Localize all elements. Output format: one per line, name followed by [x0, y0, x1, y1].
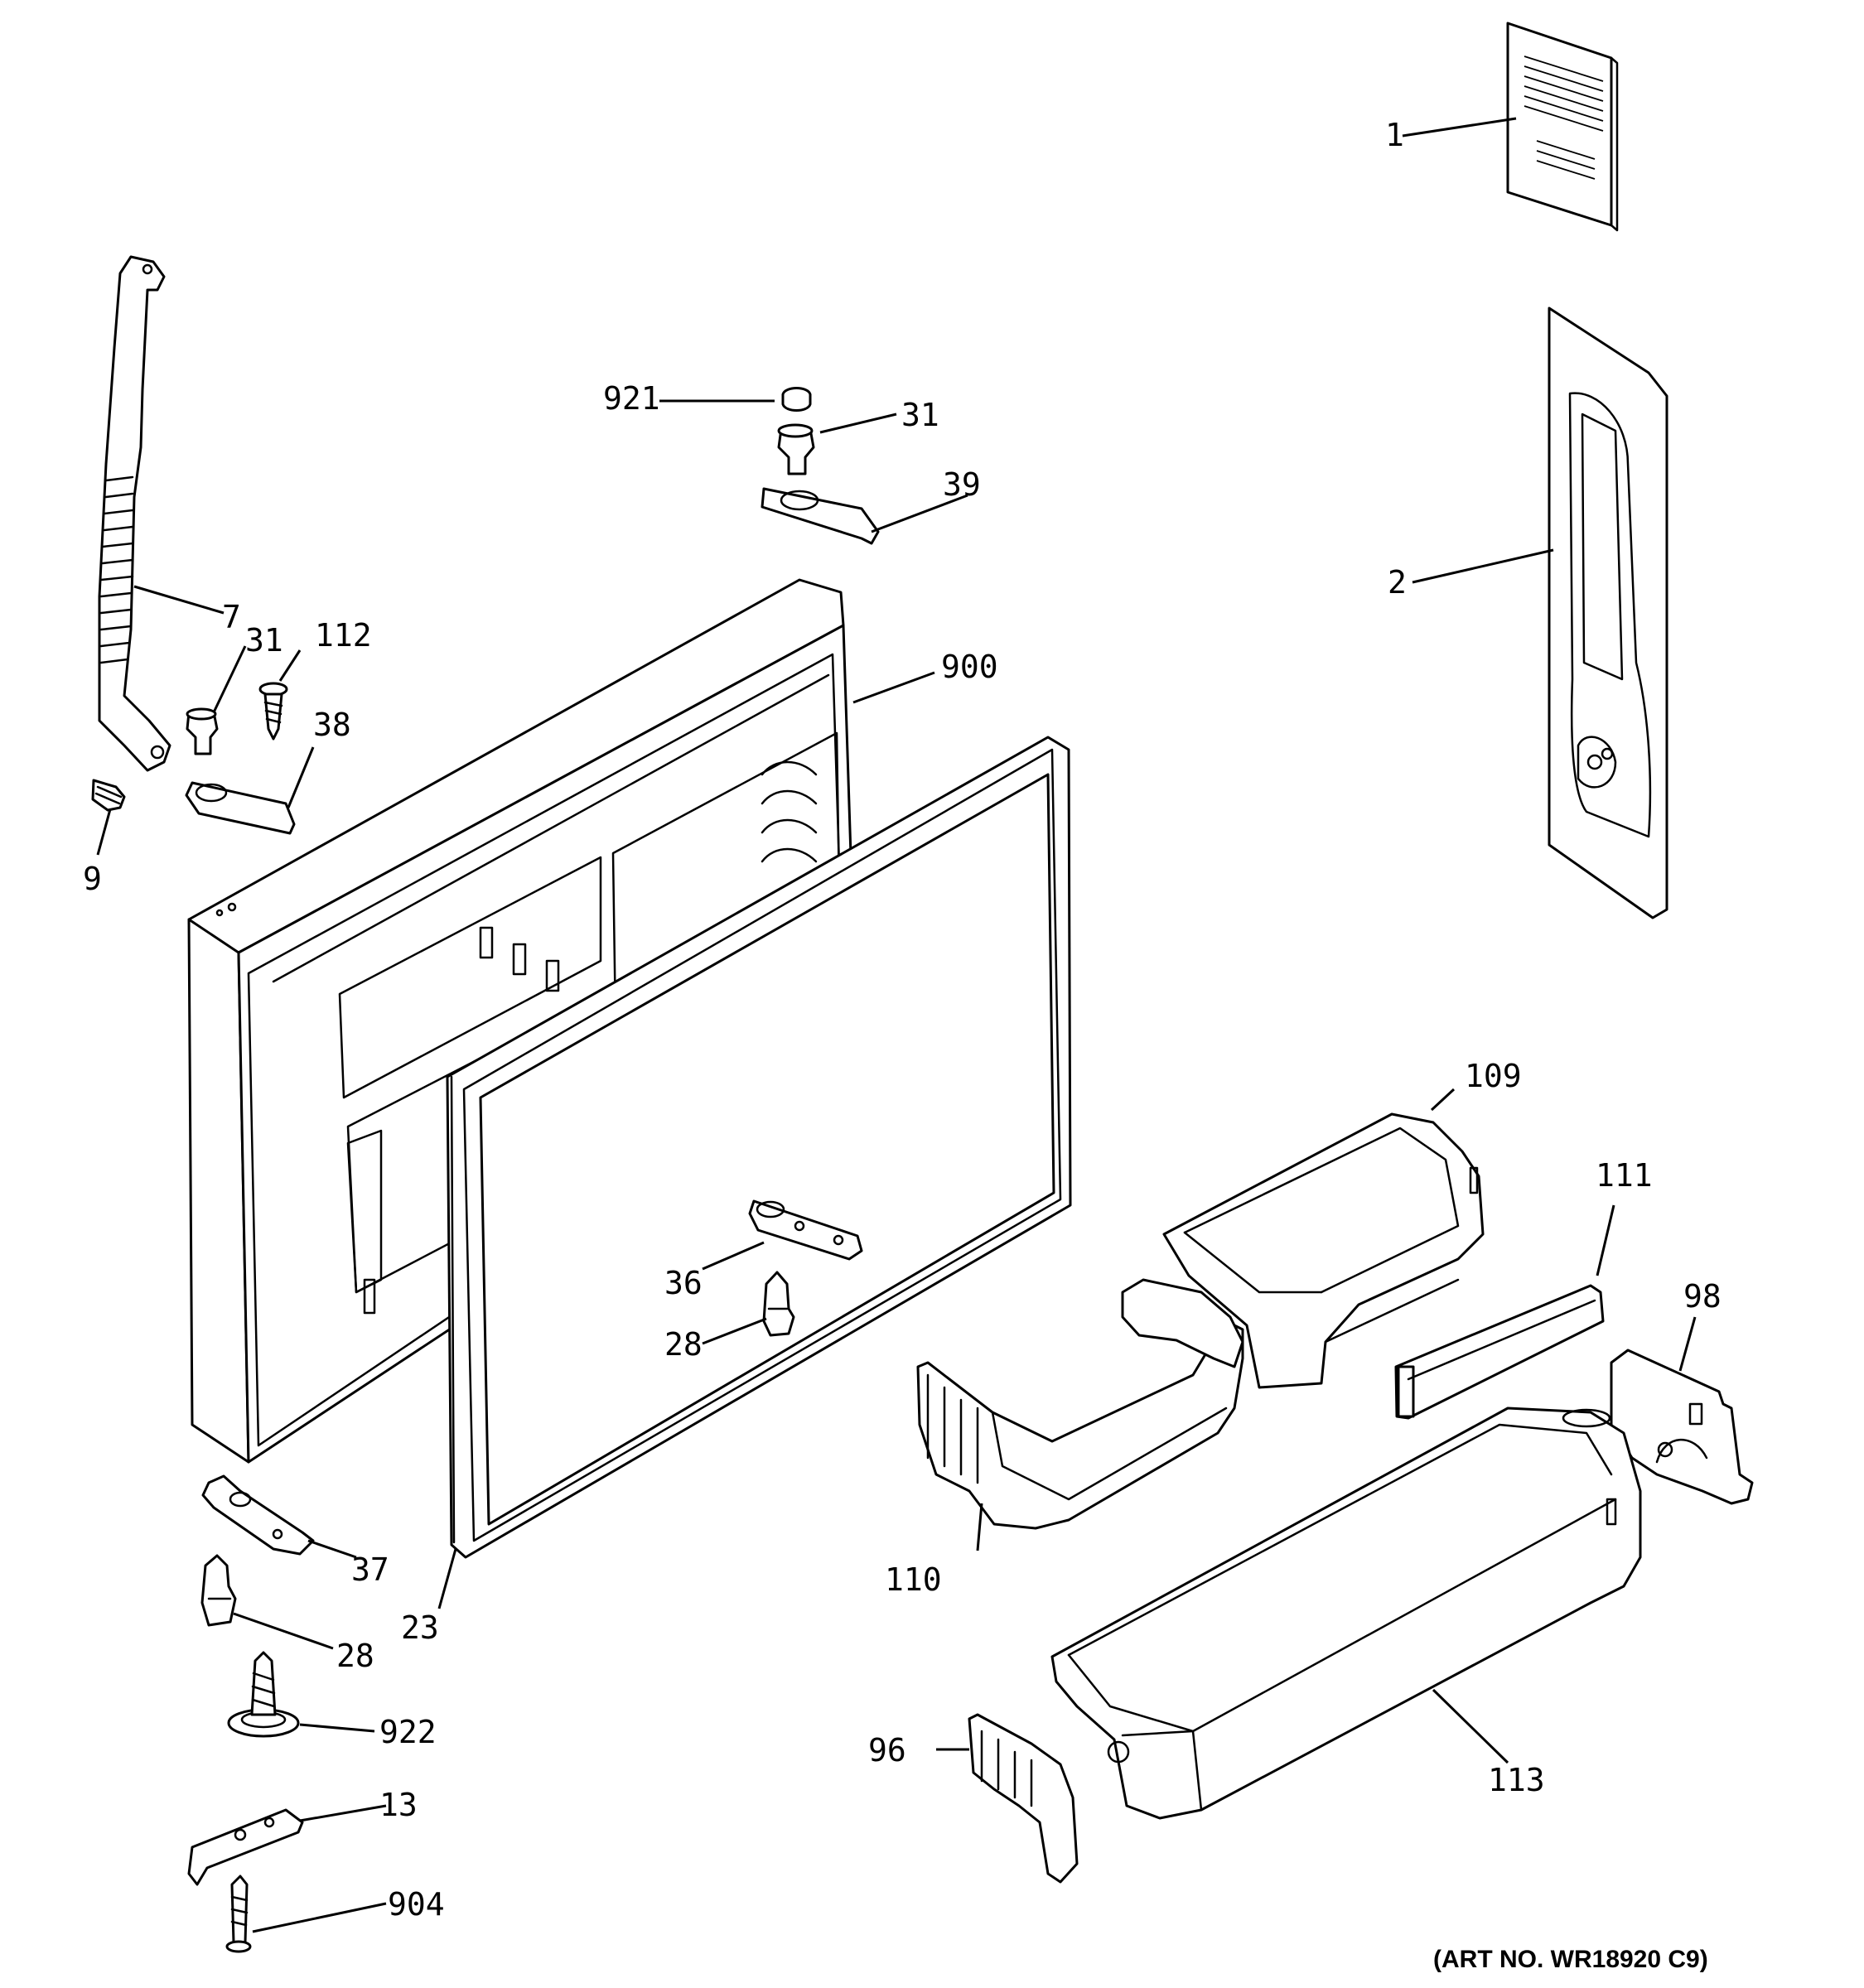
- callout-109: 109: [1465, 1058, 1522, 1094]
- part-904-screw: [225, 1875, 252, 1953]
- part-922-screw-washer: [227, 1651, 300, 1738]
- callout-39: 39: [943, 466, 981, 503]
- part-23-door-gasket: [446, 736, 1072, 1559]
- callout-37: 37: [351, 1551, 389, 1588]
- part-111-rail: [1394, 1284, 1605, 1420]
- callout-28-inner: 28: [664, 1326, 703, 1363]
- part-38-shim: [185, 781, 296, 835]
- callout-23: 23: [401, 1609, 439, 1646]
- callout-9: 9: [83, 861, 102, 897]
- callout-98: 98: [1683, 1278, 1722, 1315]
- part-110-bin: [916, 1315, 1244, 1530]
- part-113-door-bin: [1050, 1407, 1642, 1820]
- callout-111: 111: [1596, 1157, 1653, 1194]
- part-1-label-card: [1506, 22, 1619, 232]
- part-96-end-cap: [968, 1713, 1079, 1884]
- callout-31-left: 31: [245, 622, 283, 659]
- callout-31-top: 31: [901, 397, 939, 433]
- part-109-bin: [1162, 1112, 1485, 1389]
- callout-28-lower: 28: [336, 1638, 374, 1674]
- leader-lines: [96, 117, 1697, 1933]
- part-36-shim: [748, 1199, 863, 1261]
- art-number: (ART NO. WR18920 C9): [1433, 1946, 1708, 1973]
- callout-1: 1: [1385, 117, 1404, 153]
- callout-7: 7: [222, 599, 241, 635]
- part-31-bushing-left: [186, 707, 219, 755]
- part-37-hinge-bracket: [201, 1474, 315, 1556]
- part-2-door-handle: [1548, 306, 1668, 919]
- callout-labels: 1 2 7 9 31 112 38 921 31 39 900 23 36 28…: [83, 117, 1722, 1923]
- part-98-dispenser: [1610, 1349, 1754, 1505]
- callout-36: 36: [664, 1265, 703, 1301]
- callout-922: 922: [379, 1714, 437, 1750]
- part-39-shim: [761, 487, 880, 545]
- part-13-hinge: [187, 1808, 304, 1886]
- callout-113: 113: [1488, 1762, 1545, 1798]
- part-28-cam-inner: [762, 1271, 795, 1337]
- callout-921: 921: [603, 380, 660, 417]
- callout-2: 2: [1388, 564, 1407, 601]
- part-921-plug: [781, 387, 812, 412]
- callout-110: 110: [885, 1561, 942, 1598]
- part-7-hinge-cover: [98, 255, 171, 772]
- part-110-lid: [1121, 1278, 1244, 1368]
- part-112-screw: [258, 682, 288, 741]
- callout-904: 904: [388, 1886, 445, 1923]
- part-28-cam-lower: [200, 1554, 237, 1627]
- part-9-screw: [91, 779, 126, 812]
- callout-38: 38: [313, 707, 351, 743]
- part-31-bushing-top: [777, 423, 815, 475]
- callout-96: 96: [868, 1732, 906, 1768]
- callout-112: 112: [315, 617, 372, 654]
- callout-13: 13: [379, 1787, 418, 1823]
- callout-900: 900: [941, 649, 998, 685]
